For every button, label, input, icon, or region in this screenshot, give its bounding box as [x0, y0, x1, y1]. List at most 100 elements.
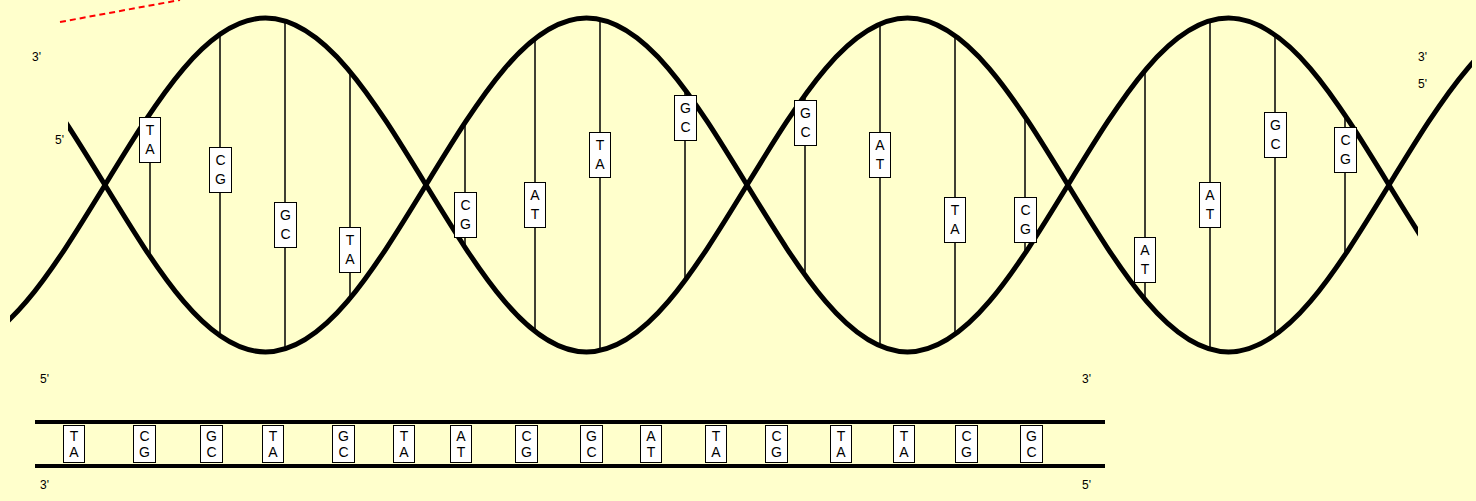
base-pair-box: TA — [63, 425, 85, 463]
base-letter: T — [595, 136, 605, 155]
base-letter: G — [215, 170, 226, 189]
base-letter: A — [711, 444, 721, 460]
base-pair-box: GC — [1264, 112, 1287, 158]
base-letter: G — [1340, 150, 1351, 169]
base-letter: G — [586, 428, 597, 444]
base-letter: G — [1270, 116, 1281, 135]
base-pair-box: TA — [705, 425, 727, 463]
base-letter: T — [899, 428, 909, 444]
base-letter: C — [1026, 444, 1037, 460]
base-pair-box: CG — [1334, 127, 1357, 173]
base-pair-box: TA — [139, 117, 161, 163]
base-letter: A — [836, 444, 846, 460]
base-letter: C — [338, 444, 349, 460]
base-letter: C — [680, 118, 691, 137]
base-letter: C — [1020, 201, 1031, 220]
base-pair-box: CG — [133, 425, 156, 463]
base-letter: T — [711, 428, 721, 444]
base-letter: C — [771, 428, 782, 444]
base-letter: A — [950, 220, 960, 239]
base-letter: T — [345, 231, 355, 250]
base-pair-box: GC — [580, 425, 603, 463]
base-letter: T — [950, 201, 960, 220]
base-letter: A — [1140, 241, 1150, 260]
base-pair-box: GC — [332, 425, 355, 463]
base-letter: T — [875, 155, 885, 174]
base-letter: T — [1140, 260, 1150, 279]
base-letter: G — [338, 428, 349, 444]
base-letter: G — [771, 444, 782, 460]
base-letter: G — [961, 444, 972, 460]
base-pair-box: CG — [765, 425, 788, 463]
base-letter: A — [268, 444, 278, 460]
base-letter: T — [145, 121, 155, 140]
base-letter: G — [1020, 220, 1031, 239]
base-letter: A — [399, 444, 409, 460]
base-letter: G — [680, 99, 691, 118]
base-letter: T — [399, 428, 409, 444]
base-pair-box: AT — [524, 182, 546, 228]
base-letter: C — [800, 123, 811, 142]
base-pair-box: GC — [200, 425, 223, 463]
base-letter: A — [595, 155, 605, 174]
dna-strand — [68, 18, 1418, 352]
base-letter: C — [1270, 135, 1281, 154]
base-pair-box: AT — [1199, 182, 1221, 228]
base-letter: T — [646, 444, 656, 460]
base-letter: G — [206, 428, 217, 444]
base-letter: C — [586, 444, 597, 460]
base-letter: G — [139, 444, 150, 460]
base-pair-box: TA — [830, 425, 852, 463]
base-pair-box: GC — [1020, 425, 1043, 463]
base-pair-box: TA — [893, 425, 915, 463]
base-letter: A — [875, 136, 885, 155]
base-pair-box: CG — [454, 192, 477, 238]
base-letter: A — [899, 444, 909, 460]
base-letter: A — [530, 186, 540, 205]
base-letter: C — [1340, 131, 1351, 150]
base-pair-box: AT — [450, 425, 472, 463]
base-pair-box: CG — [955, 425, 978, 463]
flat-strand — [35, 420, 1105, 424]
base-letter: T — [1205, 205, 1215, 224]
base-letter: T — [268, 428, 278, 444]
base-letter: A — [345, 250, 355, 269]
base-letter: G — [460, 215, 471, 234]
strand-end-label: 5' — [1418, 77, 1427, 91]
base-letter: T — [456, 444, 466, 460]
strand-end-label: 5' — [55, 133, 64, 147]
base-letter: C — [961, 428, 972, 444]
base-pair-box: TA — [339, 227, 361, 273]
strand-end-label: 3' — [40, 478, 49, 492]
base-pair-box: CG — [1014, 197, 1037, 243]
base-letter: A — [456, 428, 466, 444]
base-pair-box: GC — [674, 95, 697, 141]
base-pair-box: AT — [640, 425, 662, 463]
base-letter: A — [1205, 186, 1215, 205]
base-letter: T — [530, 205, 540, 224]
strand-end-label: 5' — [40, 372, 49, 386]
base-pair-box: TA — [589, 132, 611, 178]
base-letter: T — [69, 428, 79, 444]
base-pair-box: TA — [262, 425, 284, 463]
strand-end-label: 3' — [32, 50, 41, 64]
base-pair-box: AT — [869, 132, 891, 178]
strand-end-label: 3' — [1418, 50, 1427, 64]
base-letter: G — [280, 206, 291, 225]
base-letter: T — [836, 428, 846, 444]
base-letter: G — [521, 444, 532, 460]
base-pair-box: TA — [944, 197, 966, 243]
base-pair-box: CG — [209, 147, 232, 193]
strand-end-label: 3' — [1082, 372, 1091, 386]
base-pair-box: TA — [393, 425, 415, 463]
flat-strand — [35, 464, 1105, 468]
base-letter: C — [139, 428, 150, 444]
base-letter: C — [280, 225, 291, 244]
base-letter: G — [1026, 428, 1037, 444]
strand-end-label: 5' — [1082, 478, 1091, 492]
base-letter: C — [206, 444, 217, 460]
base-letter: A — [646, 428, 656, 444]
dashed-pointer — [60, 0, 180, 22]
base-letter: A — [145, 140, 155, 159]
